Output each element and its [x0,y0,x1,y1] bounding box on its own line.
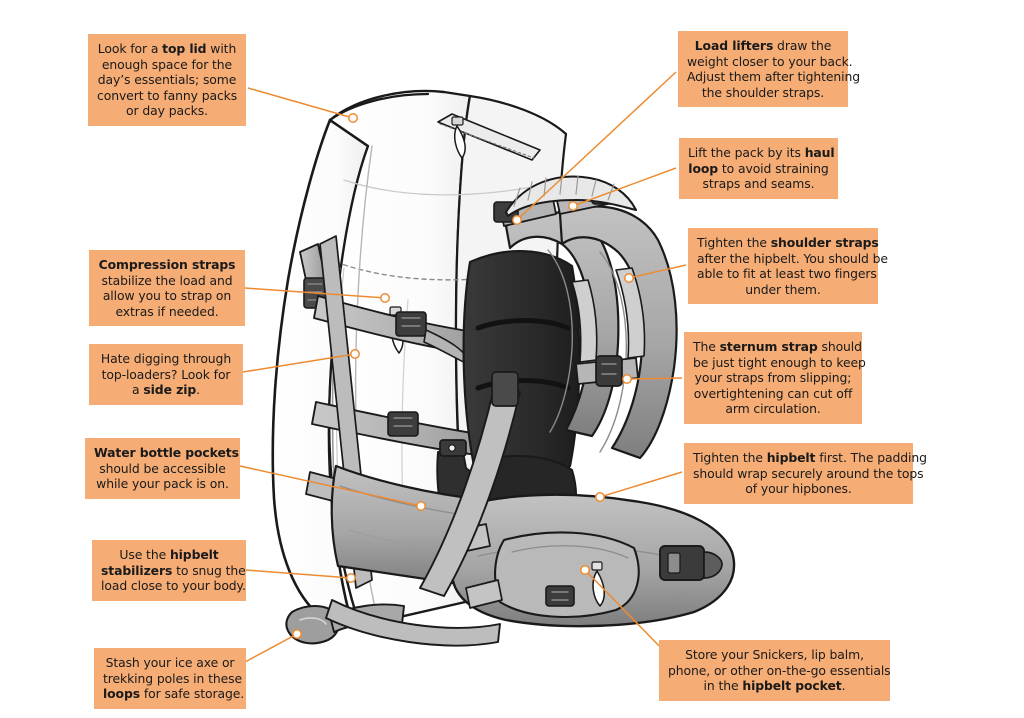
shoulder-strap-webbing [571,267,646,363]
callout-compression-straps[interactable]: Compression straps stabilize the load an… [89,250,245,327]
callout-haul-loop[interactable]: Lift the pack by its haul loop to avoid … [679,138,838,199]
callout-load-lifters[interactable]: Load lifters draw the weight closer to y… [678,31,860,108]
callout-sternum-strap[interactable]: The sternum strap should be just tight e… [684,332,866,424]
callout-hipbelt-stabilizers[interactable]: Use the hipbelt stabilizers to snug the … [92,540,246,601]
callout-hipbelt-pocket[interactable]: Store your Snickers, lip balm, phone, or… [659,640,891,701]
callout-top-lid[interactable]: Look for a top lid with enough space for… [88,34,246,126]
callout-gear-loops[interactable]: Stash your ice axe or trekking poles in … [94,648,246,709]
callout-shoulder-straps[interactable]: Tighten the shoulder straps after the hi… [688,228,888,305]
top-lid-zipper [437,113,541,161]
hipbelt-buckle [659,545,723,581]
callout-side-zip[interactable]: Hate digging through top-loaders? Look f… [89,344,243,405]
hipbelt [450,493,736,628]
callout-hipbelt[interactable]: Tighten the hipbelt first. The padding s… [684,443,927,504]
callout-water-bottle-pockets[interactable]: Water bottle pockets should be accessibl… [85,438,240,499]
